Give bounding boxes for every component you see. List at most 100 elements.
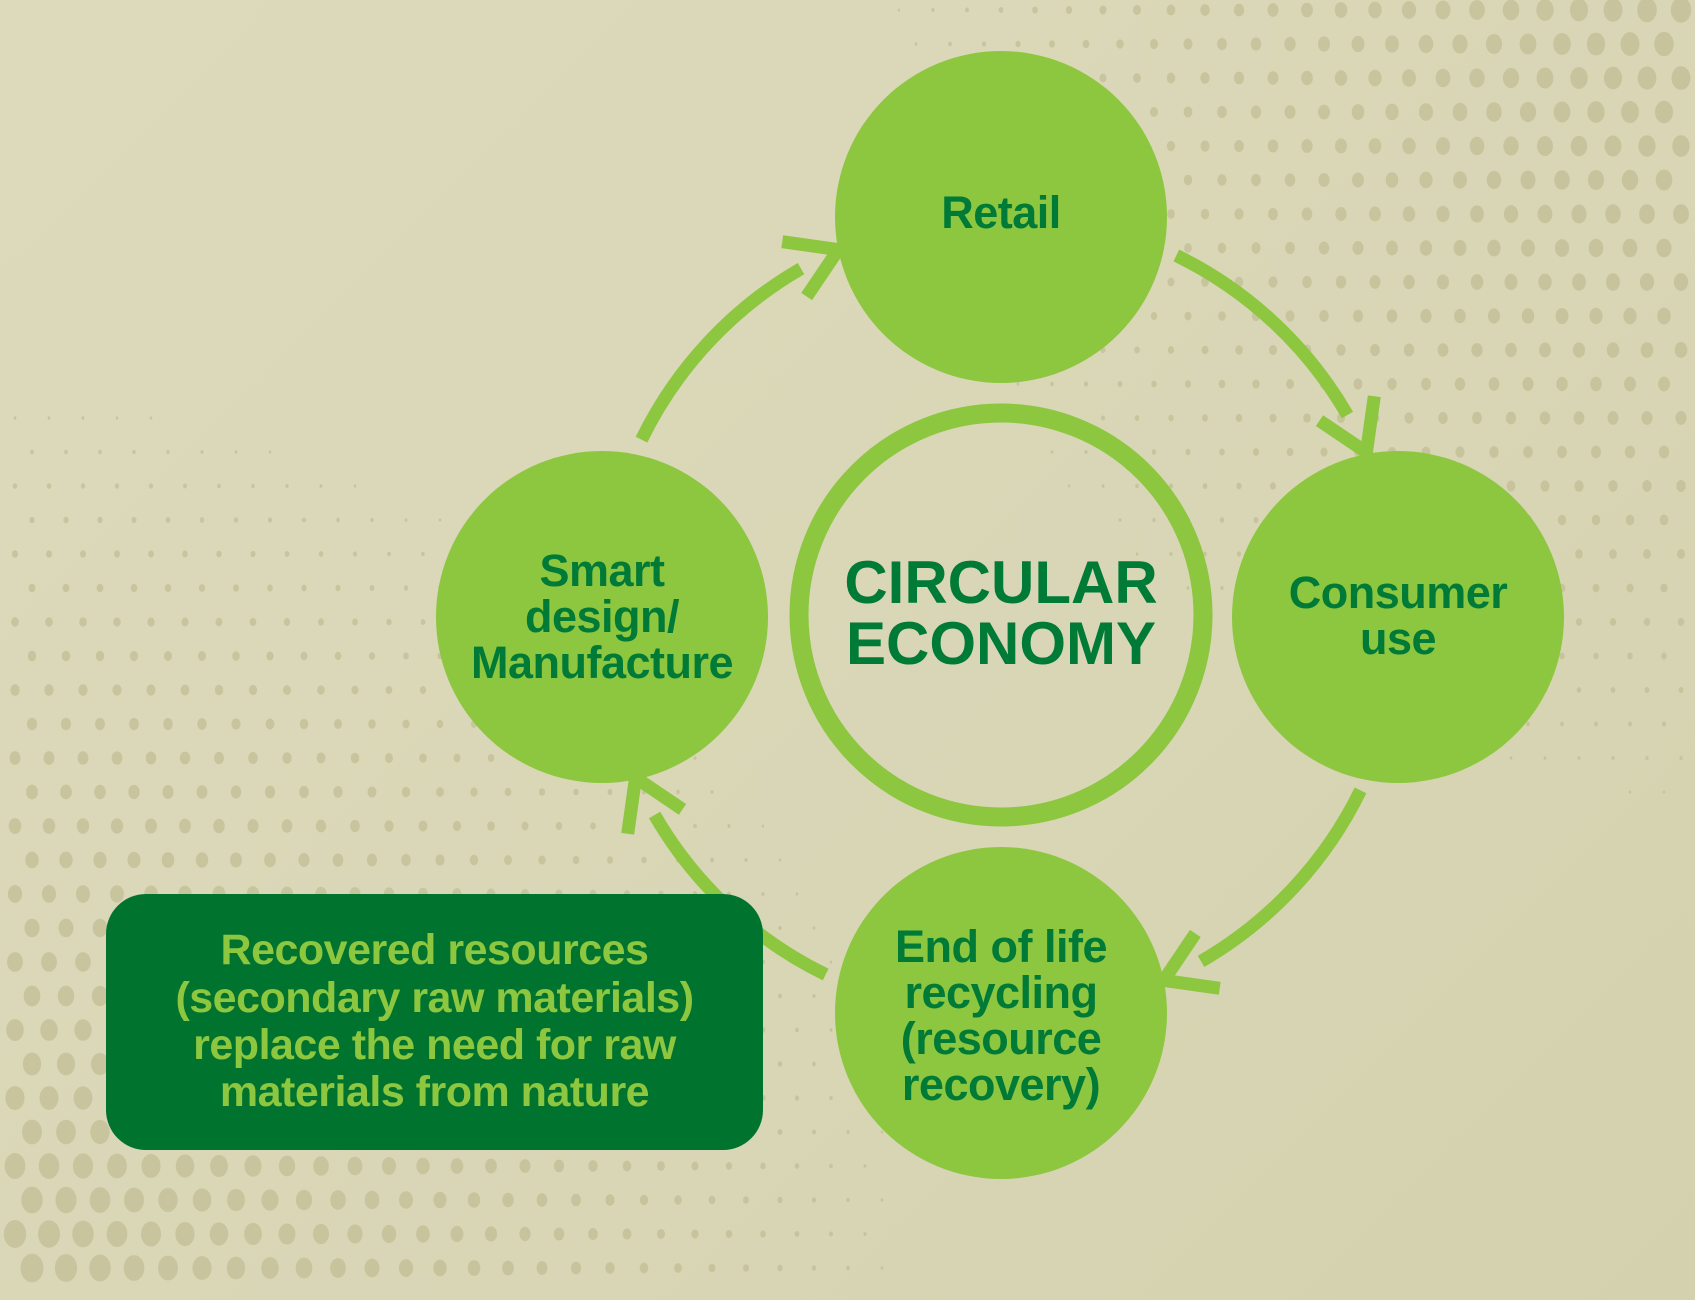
halftone-dot — [1418, 103, 1434, 121]
halftone-dot — [7, 885, 23, 903]
halftone-dot — [164, 583, 172, 593]
halftone-dot — [90, 1119, 110, 1145]
halftone-dot — [1576, 687, 1582, 693]
halftone-dot — [1233, 3, 1245, 17]
halftone-dot — [148, 483, 154, 489]
halftone-dot — [1505, 342, 1517, 358]
halftone-dot — [402, 719, 410, 729]
halftone-dot — [605, 1262, 615, 1274]
halftone-dot — [267, 517, 273, 523]
halftone-dot — [1436, 205, 1450, 223]
halftone-dot — [1609, 618, 1617, 626]
halftone-dot — [1387, 378, 1397, 390]
halftone-dot — [278, 1155, 296, 1177]
halftone-dot — [931, 8, 935, 12]
halftone-dot — [485, 1158, 497, 1174]
halftone-dot — [335, 584, 341, 592]
halftone-dot — [10, 684, 20, 696]
halftone-dot — [44, 684, 54, 696]
halftone-dot — [89, 1187, 111, 1213]
halftone-dot — [588, 1227, 598, 1241]
halftone-dot — [555, 821, 563, 831]
halftone-dot — [1435, 68, 1451, 88]
halftone-dot — [179, 818, 191, 834]
halftone-dot — [334, 651, 342, 661]
halftone-dot — [229, 852, 243, 868]
halftone-dot — [198, 584, 206, 592]
halftone-dot — [725, 1162, 733, 1170]
halftone-dot — [1082, 39, 1090, 49]
halftone-dot — [1662, 790, 1666, 794]
halftone-dot — [1351, 35, 1365, 53]
halftone-dot — [1219, 517, 1225, 523]
halftone-dot — [93, 851, 107, 869]
halftone-dot — [536, 1261, 548, 1275]
halftone-dot — [812, 994, 816, 998]
halftone-dot — [1099, 5, 1107, 15]
halftone-dot — [1557, 514, 1567, 526]
halftone-dot — [1622, 238, 1638, 258]
halftone-dot — [1673, 273, 1689, 291]
halftone-dot — [319, 484, 323, 488]
halftone-dot — [1521, 308, 1535, 324]
halftone-dot — [77, 751, 89, 765]
halftone-dot — [1587, 169, 1605, 191]
halftone-dot — [1419, 171, 1433, 189]
halftone-dot — [1577, 756, 1581, 760]
halftone-dot — [1574, 480, 1584, 492]
halftone-dot — [41, 952, 57, 972]
halftone-dot — [504, 787, 512, 797]
halftone-dot — [1200, 72, 1210, 84]
halftone-dot — [1352, 309, 1364, 323]
halftone-dot — [1016, 382, 1020, 386]
halftone-dot — [217, 483, 221, 489]
halftone-dot — [198, 651, 206, 661]
halftone-dot — [761, 824, 765, 828]
halftone-dot — [180, 684, 190, 696]
halftone-dot — [590, 822, 596, 830]
halftone-dot — [1235, 413, 1243, 423]
halftone-dot — [195, 852, 209, 868]
halftone-dot — [1368, 1, 1382, 19]
halftone-dot — [1117, 380, 1123, 388]
arrow-smart-design-to-retail — [635, 262, 805, 443]
halftone-dot — [215, 617, 223, 627]
halftone-dot — [421, 551, 425, 557]
halftone-dot — [166, 449, 170, 455]
halftone-dot — [674, 1263, 682, 1273]
halftone-dot — [181, 617, 189, 627]
halftone-dot — [1385, 103, 1399, 121]
halftone-dot — [298, 853, 310, 867]
node-circle-consumer-use — [1232, 451, 1564, 783]
halftone-dot — [1435, 137, 1451, 155]
halftone-dot — [1553, 101, 1571, 123]
halftone-dot — [416, 1225, 430, 1243]
halftone-dot — [233, 517, 239, 523]
halftone-dot — [261, 1257, 279, 1279]
halftone-dot — [63, 516, 69, 524]
halftone-dot — [436, 787, 444, 797]
halftone-dot — [299, 718, 309, 730]
halftone-dot — [1657, 307, 1671, 325]
halftone-dot — [710, 790, 714, 794]
halftone-dot — [158, 1187, 178, 1213]
halftone-dot — [128, 784, 140, 800]
halftone-dot — [1470, 205, 1484, 223]
halftone-dot — [131, 516, 137, 524]
halftone-dot — [1251, 173, 1261, 187]
halftone-dot — [250, 550, 256, 558]
halftone-dot — [1570, 67, 1588, 89]
halftone-dot — [401, 853, 411, 867]
halftone-dot — [1660, 583, 1668, 593]
node-label-line: Manufacture — [470, 636, 734, 688]
halftone-dot — [364, 1190, 380, 1210]
halftone-dot — [1594, 721, 1598, 727]
halftone-dot — [264, 785, 276, 799]
halftone-dot — [129, 717, 139, 731]
halftone-dot — [1623, 307, 1637, 325]
halftone-dot — [1015, 40, 1021, 48]
halftone-dot — [1401, 1, 1417, 19]
halftone-dot — [1503, 205, 1519, 223]
halftone-dot — [1353, 378, 1363, 390]
halftone-dot — [846, 1265, 850, 1271]
